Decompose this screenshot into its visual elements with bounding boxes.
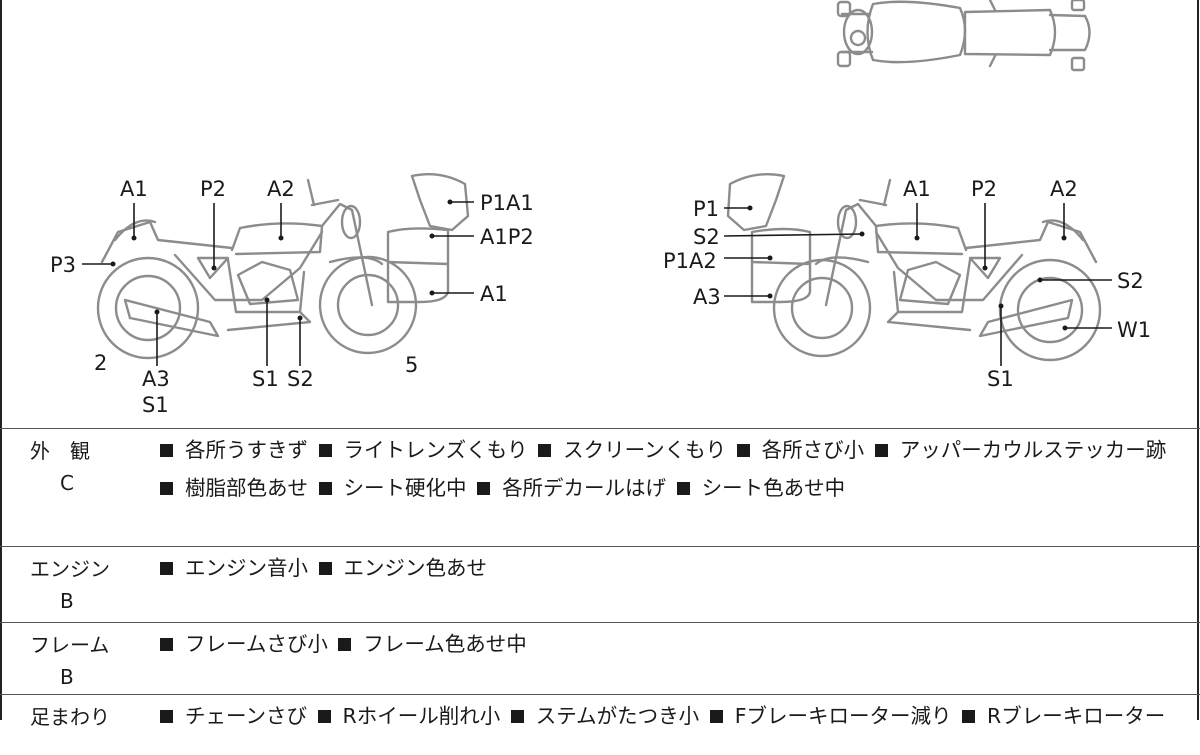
bullet-square-icon [160, 443, 173, 457]
label-p3: P3 [50, 253, 76, 277]
label-s1: S1 [252, 367, 279, 391]
category-grade: C [60, 471, 74, 495]
label-s2-screen: S2 [693, 225, 720, 249]
condition-item: 各所デカールはげ [473, 476, 666, 500]
condition-item: シート色あせ中 [673, 476, 845, 500]
condition-item: フレーム色あせ中 [334, 632, 527, 656]
label-a1-right: A1 [903, 177, 931, 201]
bullet-square-icon [676, 481, 690, 495]
bullet-square-icon [709, 709, 723, 723]
left-fairing-parts [386, 173, 470, 304]
condition-item: 各所さび小 [733, 438, 864, 462]
condition-row-engine: エンジン B エンジン音小 エンジン色あせ [0, 546, 1200, 623]
page-frame [0, 0, 1199, 720]
left-bike-labels: A1 P2 A2 P3 P1A1 A1P2 A1 2 A3 S1 S1 S2 5 [50, 177, 534, 417]
bullet-square-icon [160, 709, 173, 723]
bullet-square-icon [160, 481, 173, 495]
bullet-square-icon [338, 637, 352, 651]
bullet-square-icon [318, 561, 332, 575]
condition-table: 外 観 C 各所うすきず ライトレンズくもり スクリーンくもり 各所さび小 アッ… [0, 428, 1200, 755]
condition-item: アッパーカウルステッカー跡 [871, 438, 1166, 462]
label-a1-trunk: A1 [480, 282, 508, 306]
condition-item: チェーンさび [156, 704, 307, 728]
right-bike-labels: P1 S2 P1A2 A3 A1 P2 A2 S2 W1 S1 [663, 177, 1151, 391]
condition-item: 樹脂部色あせ [156, 476, 308, 500]
bullet-square-icon [318, 481, 332, 495]
label-a3-right: A3 [693, 285, 721, 309]
bullet-square-icon [736, 443, 750, 457]
bullet-square-icon [160, 637, 173, 651]
motorcycle-damage-diagram: A1 P2 A2 P3 P1A1 A1P2 A1 2 A3 S1 S1 S2 5… [50, 0, 1151, 417]
top-view-bike [836, 0, 1091, 72]
label-w1: W1 [1117, 318, 1151, 342]
bullet-square-icon [962, 709, 976, 723]
items-cell: フレームさび小 フレーム色あせ中 [138, 622, 1200, 695]
label-p1a1: P1A1 [480, 191, 534, 215]
category-name: 足まわり [30, 705, 110, 729]
label-2: 2 [94, 351, 107, 375]
condition-row-exterior: 外 観 C 各所うすきず ライトレンズくもり スクリーンくもり 各所さび小 アッ… [0, 428, 1200, 547]
condition-item: 各所うすきず [156, 438, 308, 462]
label-s1-right: S1 [987, 367, 1014, 391]
category-cell: フレーム B [0, 622, 138, 695]
condition-item: シート硬化中 [315, 476, 467, 500]
category-name: エンジン [30, 557, 110, 581]
label-a2-right: A2 [1050, 177, 1078, 201]
category-grade: B [60, 589, 74, 613]
label-p1a2: P1A2 [663, 249, 717, 273]
condition-item: エンジン音小 [156, 556, 308, 580]
condition-item: Rホイール削れ小 [314, 704, 500, 728]
bullet-square-icon [317, 709, 331, 723]
condition-item: Fブレーキローター減り [706, 704, 952, 728]
label-p1: P1 [693, 197, 719, 221]
condition-item: ライトレンズくもり [315, 438, 528, 462]
category-name: フレーム [30, 633, 110, 657]
bullet-square-icon [477, 481, 491, 495]
items-cell: エンジン音小 エンジン色あせ [138, 546, 1200, 623]
category-cell: 足まわり [0, 694, 138, 755]
label-p2: P2 [200, 177, 226, 201]
label-a1p2: A1P2 [480, 225, 534, 249]
condition-item: エンジン色あせ [315, 556, 487, 580]
condition-item: Rブレーキローター [958, 704, 1165, 728]
bullet-square-icon [874, 443, 888, 457]
items-cell: 各所うすきず ライトレンズくもり スクリーンくもり 各所さび小 アッパーカウルス… [138, 428, 1200, 547]
bullet-square-icon [318, 443, 332, 457]
condition-row-frame: フレーム B フレームさび小 フレーム色あせ中 [0, 622, 1200, 695]
bullet-square-icon [160, 561, 173, 575]
bullet-square-icon [510, 709, 524, 723]
condition-item: ステムがたつき小 [507, 704, 699, 728]
label-a3: A3 [142, 367, 170, 391]
label-s2-right: S2 [1117, 269, 1144, 293]
label-a1: A1 [120, 177, 148, 201]
category-grade: B [60, 665, 74, 689]
condition-row-suspension: 足まわり チェーンさび Rホイール削れ小 ステムがたつき小 Fブレーキローター減… [0, 694, 1200, 755]
category-name: 外 観 [30, 439, 90, 463]
label-p2-right: P2 [971, 177, 997, 201]
right-fairing-parts [726, 173, 812, 304]
label-5: 5 [405, 353, 418, 377]
category-cell: エンジン B [0, 546, 138, 623]
label-s2: S2 [287, 367, 314, 391]
condition-item: スクリーンくもり [534, 438, 726, 462]
right-bike-drawing [772, 178, 1102, 362]
label-a2: A2 [267, 177, 295, 201]
label-s1-under: S1 [142, 393, 169, 417]
condition-item: フレームさび小 [156, 632, 328, 656]
left-bike-drawing [96, 178, 418, 360]
items-cell: チェーンさび Rホイール削れ小 ステムがたつき小 Fブレーキローター減り Rブレ… [138, 694, 1200, 755]
bullet-square-icon [538, 443, 552, 457]
category-cell: 外 観 C [0, 428, 138, 547]
